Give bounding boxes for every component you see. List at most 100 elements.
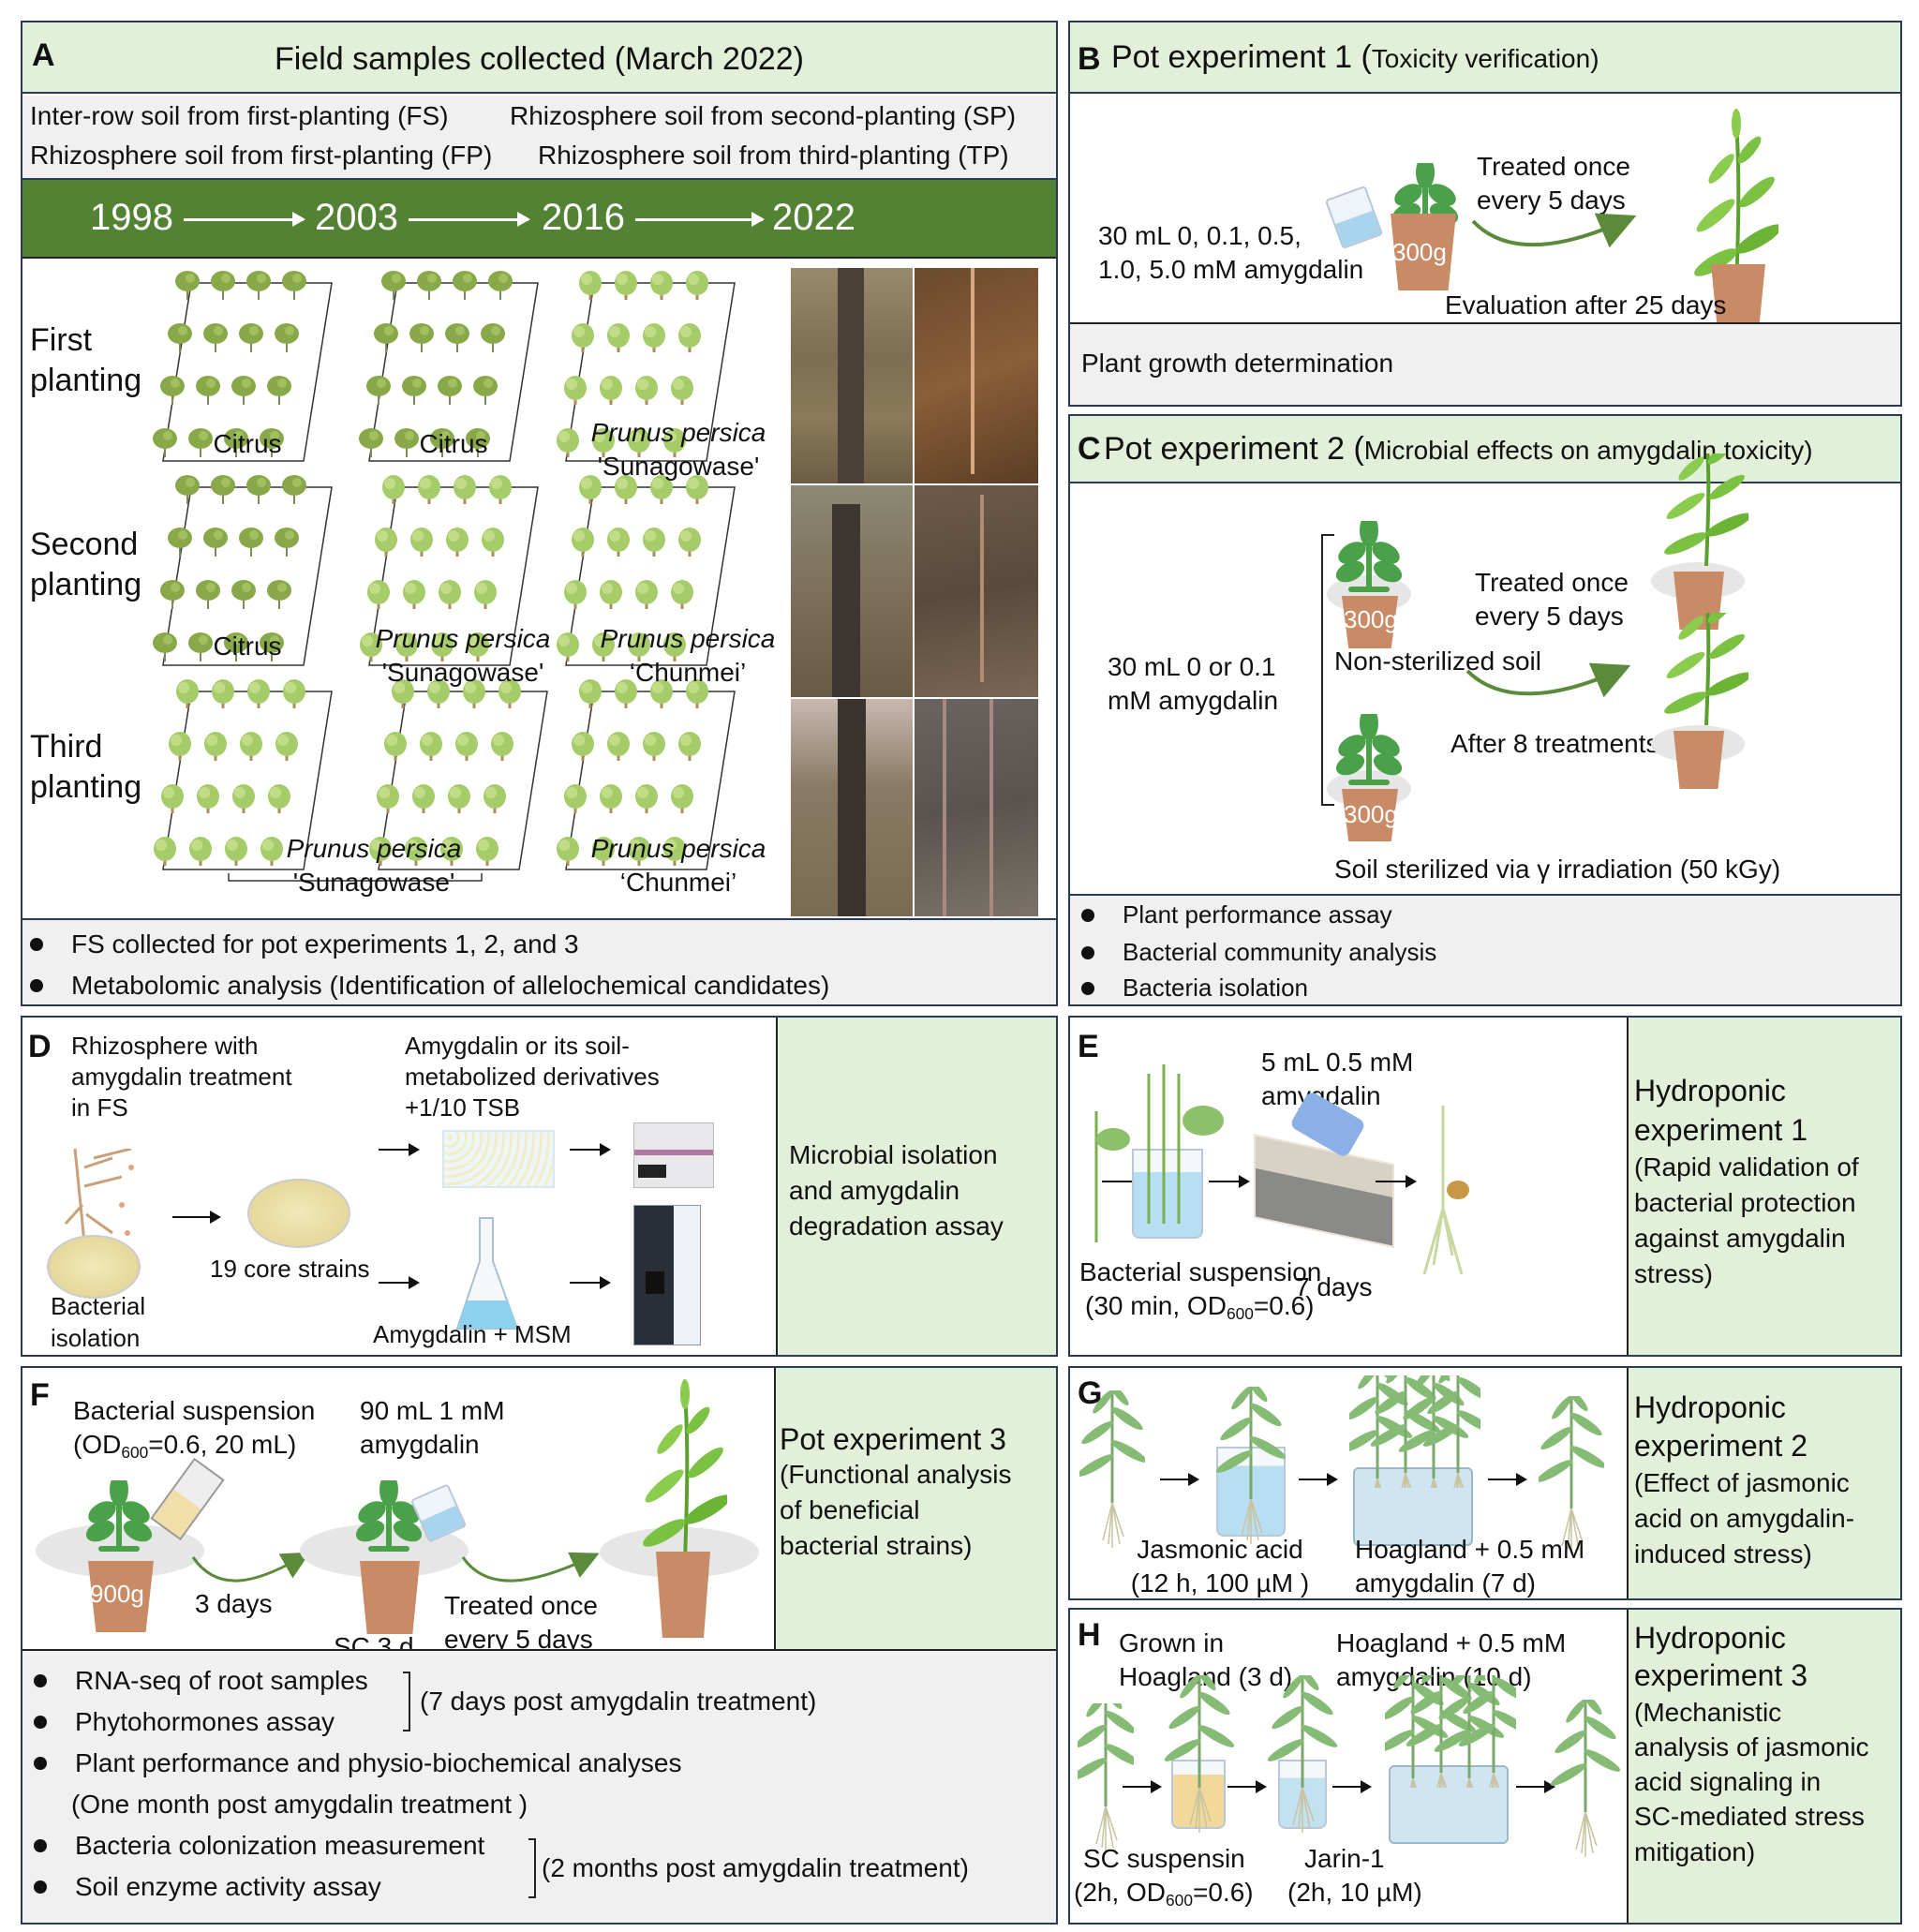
panel-f-letter: F [30,1377,50,1413]
arrow-icon [570,1276,611,1289]
pot-icon [656,1552,710,1638]
plate-reader-icon [633,1122,714,1188]
citrus-tree-icon [203,323,228,352]
citrus-tree-icon [231,376,256,405]
peach-tree-icon [572,323,594,352]
photo-roots-2 [915,485,1038,697]
arrow-icon [379,1143,420,1156]
core-strains-label: 19 core strains [210,1255,370,1283]
bullet-item: Metabolomic analysis (Identification of … [30,969,829,1003]
peach-tree-icon [268,784,290,813]
note-one-month: (One month post amygdalin treatment ) [71,1790,528,1819]
bullet-item: Plant performance assay [1081,899,1392,931]
seedling-icon [86,1480,152,1552]
citrus-tree-icon [160,376,185,405]
arrow-icon [1332,1780,1372,1793]
brace [528,1838,536,1898]
year-1998: 1998 [90,197,173,238]
arrow-icon [1209,1175,1250,1188]
peach-tree-icon [600,580,622,609]
growth-arrow [1471,213,1637,248]
citrus-tree-icon [366,376,391,405]
hplc-icon [633,1205,701,1345]
orchard-plot [557,679,736,870]
timeline-bar: 1998 2003 2016 2022 [22,178,1056,259]
citrus-tree-icon [275,528,299,557]
peach-tree-icon [482,528,504,557]
peach-tree-icon [418,475,440,504]
peach-tree-icon [607,528,630,557]
sterile-label: Soil sterilized via γ irradiation (50 kG… [1334,855,1781,884]
citrus-tree-icon [417,271,441,300]
plant-icon [1539,1396,1604,1555]
plant-icon [1265,1675,1340,1835]
footer-text: Plant growth determination [1081,349,1394,378]
panel-f: F Bacterial suspension(OD600=0.6, 20 mL)… [21,1366,1058,1925]
citrus-tree-icon [282,475,306,504]
peach-tree-icon [283,679,305,708]
pot-icon [1342,596,1398,648]
caption-r3-p2: Prunus persica‘Chunmei’ [590,834,766,898]
photo-roots-3 [915,699,1038,916]
panel-b-title: Pot experiment 1 (Toxicity verification) [1111,39,1599,75]
bullet-icon [34,1757,47,1771]
plant-icon [1162,1675,1237,1835]
peach-tree-icon [410,528,433,557]
arrow-icon [1299,1473,1338,1486]
growth-arrow [1465,662,1631,698]
after-treatments-label: After 8 treatments [1450,729,1659,758]
photo-trunk-1 [791,268,913,483]
bullet-icon [34,1880,47,1895]
peach-tree-icon [204,732,227,761]
panel-g: G Jasmonic acid(12 h, 100 µM ) Hoagland … [1068,1366,1902,1600]
panel-a-letter: A [32,37,55,73]
citrus-tree-icon [246,475,271,504]
peach-tree-icon [635,784,658,813]
caption-r2-p1: Citrus [213,632,282,661]
plants-icon [1385,1675,1516,1788]
caption-r1-p3: Prunus persica'Sunagowase' [590,418,766,482]
orchard-plot [557,475,736,666]
panel-a-title: Field samples collected (March 2022) [274,41,805,77]
bullet-icon [1081,908,1094,922]
bullet-icon [1081,981,1094,995]
peach-tree-icon [489,475,512,504]
sc-suspension-text: SC suspensin(2h, OD600=0.6) [1074,1844,1254,1910]
citrus-tree-icon [211,271,235,300]
days-label: 3 days [195,1589,273,1618]
peach-tree-icon [572,732,594,761]
peach-tree-icon [197,784,219,813]
sample-tp: Rhizosphere soil from third-planting (TP… [538,141,1009,170]
petri-dish-icon [47,1235,141,1299]
brace [1321,534,1334,806]
orchard-plot [359,271,539,462]
citrus-tree-icon [239,323,263,352]
caption-r1-p1: Citrus [213,429,282,458]
seedling-icon [1094,1111,1130,1242]
root-seedling-icon [1422,1106,1469,1275]
grouping-bracket [228,873,483,888]
citrus-tree-icon [168,323,192,352]
panel-b: B Pot experiment 1 (Toxicity verificatio… [1068,21,1902,407]
peach-tree-icon [600,784,622,813]
peach-tree-icon [169,732,191,761]
citrus-tree-icon [488,271,513,300]
peach-tree-icon [671,376,693,405]
pot-weight: 900g [90,1580,144,1608]
bullet-item: Bacteria isolation [1081,973,1308,1004]
panel-d-letter: D [28,1029,52,1064]
citrus-tree-icon [409,323,434,352]
evaluation-text: Evaluation after 25 days [1445,290,1727,320]
